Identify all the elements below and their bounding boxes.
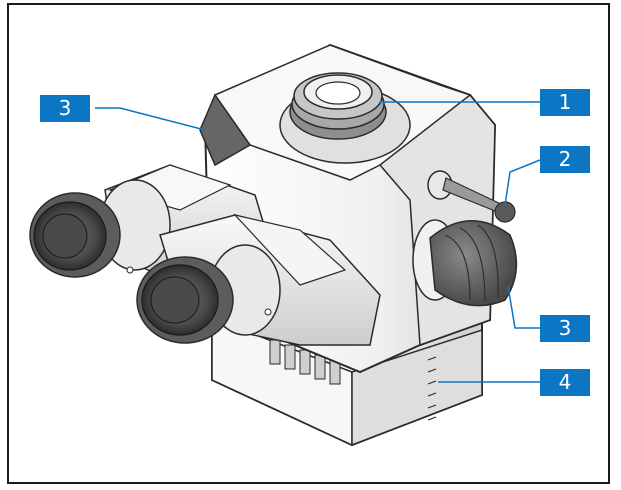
callout-3-eyepiece-label: 3 xyxy=(58,96,72,120)
leader-lines xyxy=(95,101,541,383)
eyepiece-tube-left xyxy=(29,164,271,281)
clamping-screw xyxy=(427,170,516,223)
callout-1-port-label: 1 xyxy=(558,90,572,114)
callout-3-knob-label: 3 xyxy=(558,316,572,340)
callout-4-scale: 4 xyxy=(540,369,590,396)
top-port xyxy=(279,72,411,164)
callout-2-screw: 2 xyxy=(540,146,590,173)
base-slots xyxy=(269,339,341,385)
focus-knob xyxy=(412,219,518,307)
callout-4-scale-label: 4 xyxy=(558,370,572,394)
eyepiece-tube-right xyxy=(126,213,381,346)
callout-3-eyepiece: 3 xyxy=(40,95,90,122)
scale-marks xyxy=(427,356,437,421)
callout-1-port: 1 xyxy=(540,89,590,116)
callout-3-knob: 3 xyxy=(540,315,590,342)
callout-2-screw-label: 2 xyxy=(558,147,572,171)
